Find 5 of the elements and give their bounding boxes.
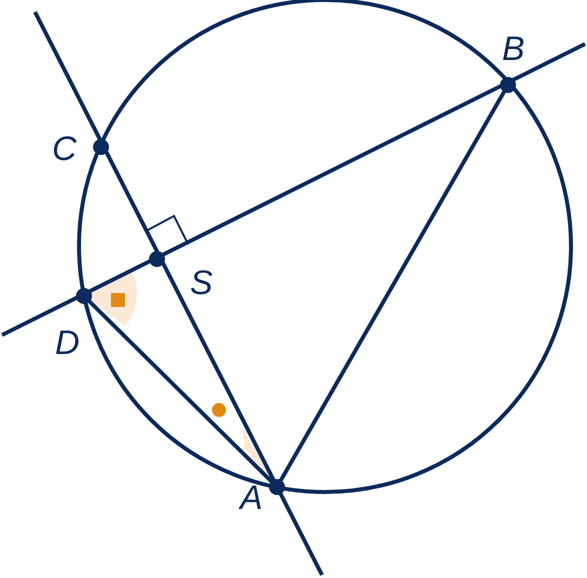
point-label: D — [55, 326, 80, 360]
point-label: A — [240, 481, 263, 515]
point-label: S — [190, 266, 213, 300]
point-label: B — [502, 32, 525, 66]
point-label: C — [52, 132, 77, 166]
